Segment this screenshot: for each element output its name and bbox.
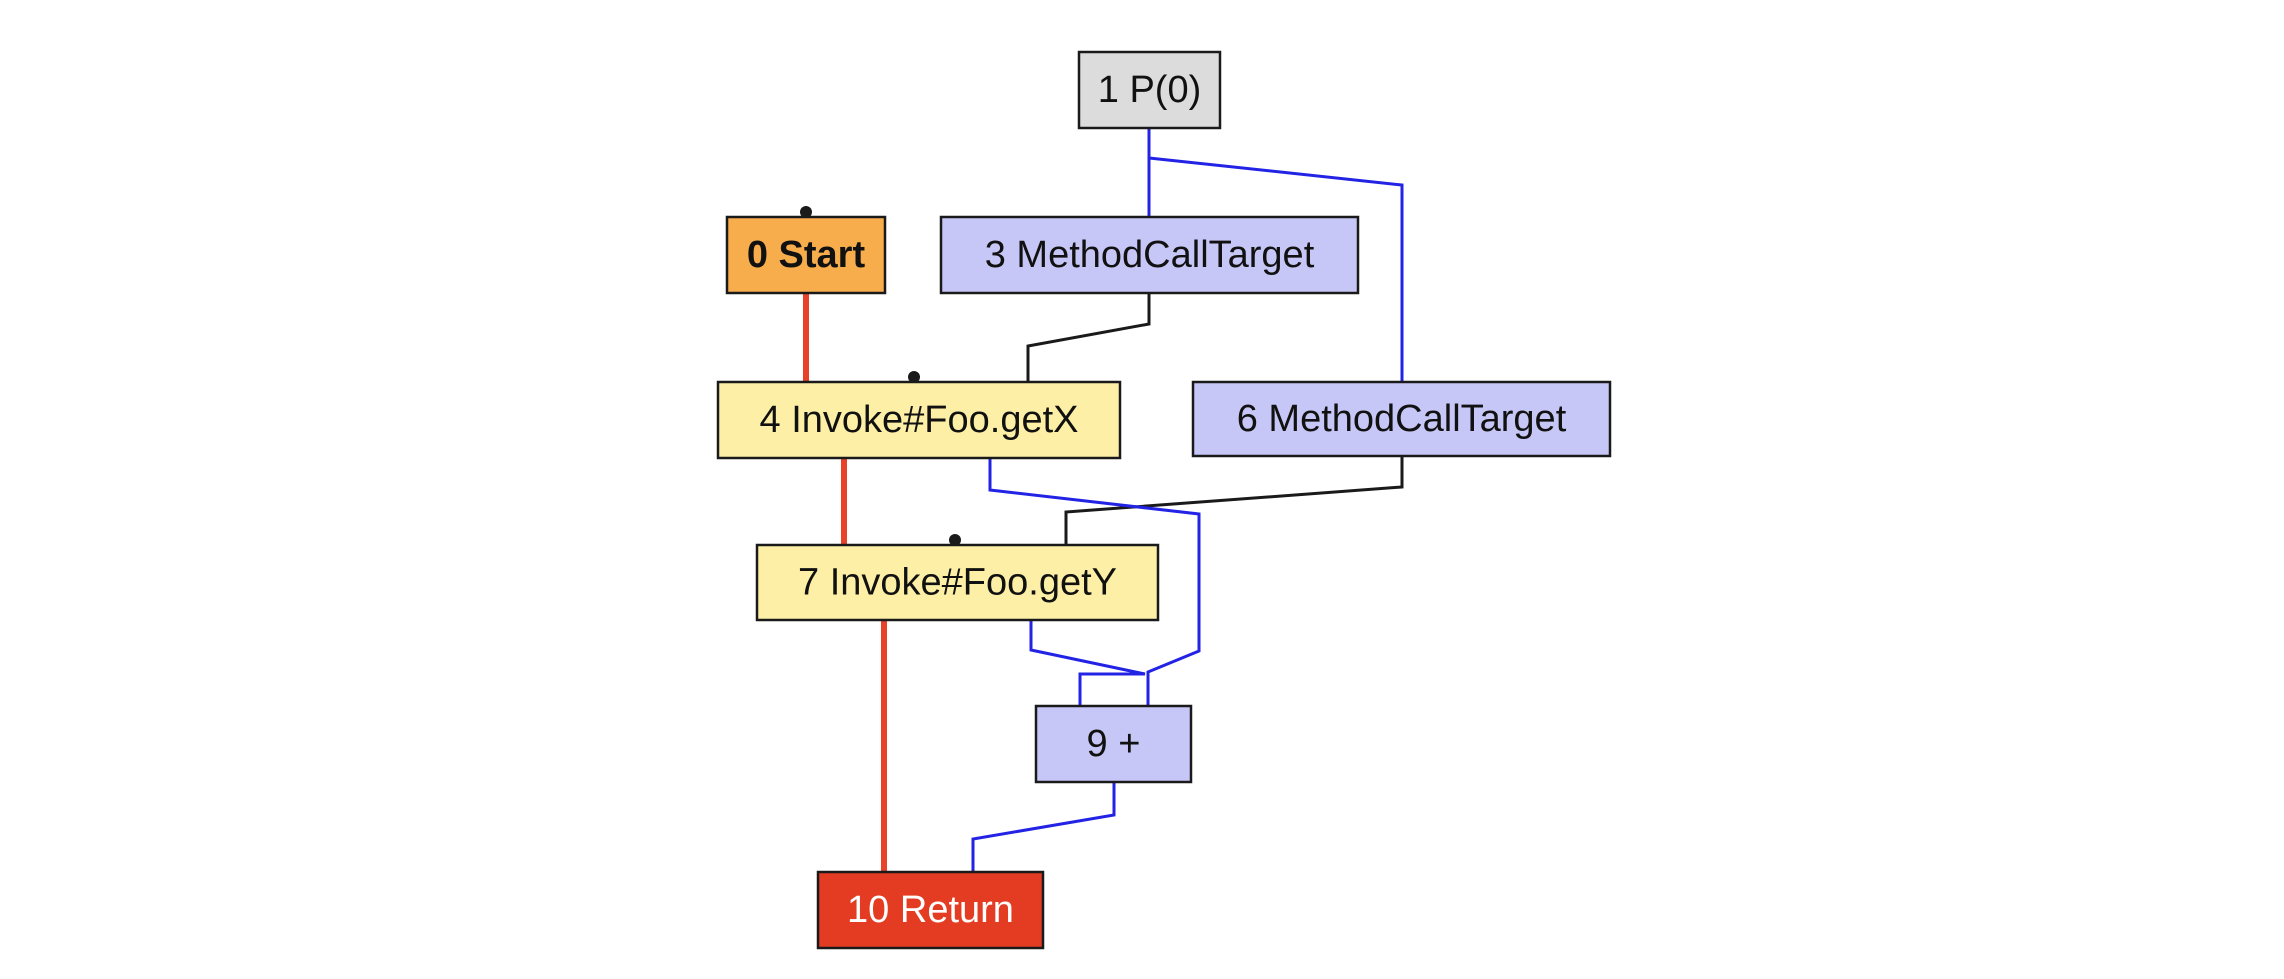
node-add[interactable]: 9 + xyxy=(1034,704,1193,784)
node-return[interactable]: 10 Return xyxy=(816,870,1045,950)
node-box xyxy=(755,543,1160,622)
state-marker-dot xyxy=(949,534,961,546)
edge-method-call-target-3-to-invoke-getx xyxy=(1026,293,1151,384)
node-method-call-target-3[interactable]: 3 MethodCallTarget xyxy=(939,215,1360,295)
node-label: 0 Start xyxy=(747,234,866,276)
node-label: 1 P(0) xyxy=(1098,69,1201,111)
node-box xyxy=(939,215,1360,295)
node-box xyxy=(716,380,1122,460)
node-method-call-target-6[interactable]: 6 MethodCallTarget xyxy=(1191,380,1612,458)
edge-method-call-target-6-to-invoke-gety xyxy=(1064,456,1404,545)
node-start[interactable]: 0 Start xyxy=(725,215,887,295)
edge-invoke-getx-to-add xyxy=(988,458,1201,706)
edge-add-to-return xyxy=(971,782,1116,876)
node-box xyxy=(1077,50,1222,130)
node-label: 9 + xyxy=(1087,723,1141,765)
nodes-layer: 1 P(0) 0 Start 3 MethodCallTarget 4 Invo… xyxy=(716,50,1612,950)
state-marker-dot xyxy=(800,206,812,218)
edges-layer xyxy=(803,128,1404,876)
node-box xyxy=(1034,704,1193,784)
node-parameter-p0[interactable]: 1 P(0) xyxy=(1077,50,1222,130)
edge-invoke-gety-to-add xyxy=(1029,620,1146,706)
node-label: 3 MethodCallTarget xyxy=(985,234,1315,276)
node-label: 6 MethodCallTarget xyxy=(1237,398,1567,440)
state-marker-dot xyxy=(908,371,920,383)
node-label: 4 Invoke#Foo.getX xyxy=(760,399,1079,441)
node-box xyxy=(1191,380,1612,458)
edge-parameter-to-method-call-target-6 xyxy=(1148,156,1404,382)
node-label: 10 Return xyxy=(847,889,1014,931)
node-invoke-getx[interactable]: 4 Invoke#Foo.getX xyxy=(716,380,1122,460)
node-box xyxy=(816,870,1045,950)
node-invoke-gety[interactable]: 7 Invoke#Foo.getY xyxy=(755,543,1160,622)
node-label: 7 Invoke#Foo.getY xyxy=(798,562,1117,604)
